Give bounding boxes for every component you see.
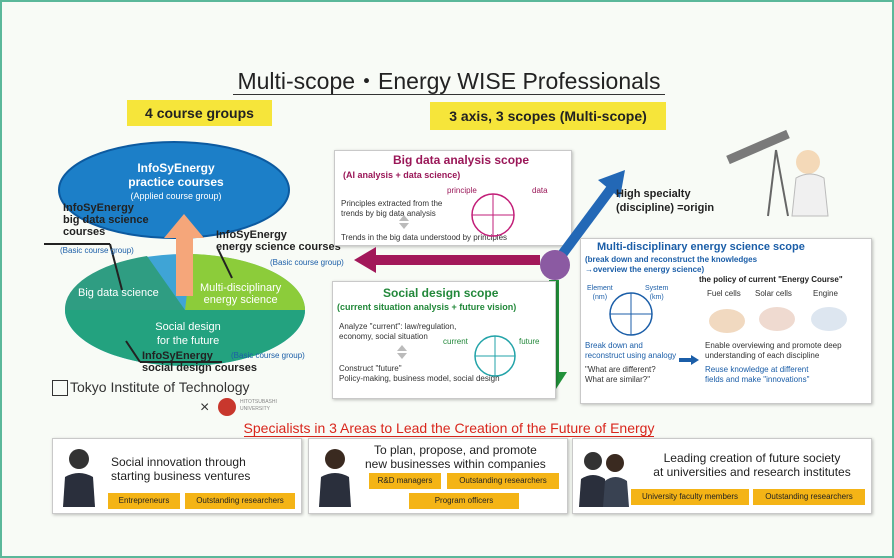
tokyo-tech-name: Tokyo Institute of Technology xyxy=(70,379,250,395)
social-scope-subtitle: (current situation analysis + future vis… xyxy=(337,302,517,312)
big-data-scope-subtitle: (AI analysis + data science) xyxy=(343,170,461,180)
tag-outstanding-researchers-2: Outstanding researchers xyxy=(447,473,559,489)
tag-entrepreneurs: Entrepreneurs xyxy=(108,493,180,509)
times-sign: × xyxy=(200,399,210,416)
engine-label: Engine xyxy=(813,289,838,298)
people-illustration xyxy=(579,452,629,507)
policy-label: the policy of current "Energy Course" xyxy=(699,275,843,284)
telescope-scientist-illustration xyxy=(726,129,829,217)
page-title: Multi-scope・Energy WISE Professionals xyxy=(2,62,894,96)
analyze-current-text: Analyze "current": law/regulation, econo… xyxy=(339,322,457,341)
updown-arrow-icon xyxy=(399,215,409,229)
area-text-1: Social innovation through starting busin… xyxy=(111,455,251,483)
big-data-circle-icon xyxy=(471,193,515,237)
tag-outstanding-researchers-1: Outstanding researchers xyxy=(185,493,295,509)
construct-future-text: Construct "future" Policy-making, busine… xyxy=(339,364,500,383)
applied-course-sub: (Applied course group) xyxy=(130,191,222,201)
energy-circle-icon xyxy=(609,292,653,336)
current-label: current xyxy=(443,337,468,346)
social-course-title: InfoSyEnergy social design courses xyxy=(142,350,257,374)
person-illustration xyxy=(63,449,95,507)
area-card-1: Social innovation through starting busin… xyxy=(52,438,302,514)
big-data-scope-box: Big data analysis scope (AI analysis + d… xyxy=(334,150,572,246)
updown-arrow-icon-2 xyxy=(397,345,407,359)
energy-items-illustration xyxy=(709,307,847,333)
questions-text: "What are different? What are similar?" xyxy=(585,365,656,384)
energy-basic-label: (Basic course group) xyxy=(270,258,344,267)
area-card-3: Leading creation of future society at un… xyxy=(572,438,872,514)
reuse-text: Reuse knowledge at different fields and … xyxy=(705,365,810,384)
big-data-scope-title: Big data analysis scope xyxy=(393,153,530,167)
principle-label: principle xyxy=(447,186,477,195)
area-card-2: To plan, propose, and promote new busine… xyxy=(308,438,568,514)
social-scope-title: Social design scope xyxy=(383,286,499,300)
person-illustration-2 xyxy=(319,449,351,507)
system-label: System (km) xyxy=(645,285,669,301)
big-data-basic-label: (Basic course group) xyxy=(60,246,134,255)
area-text-2: To plan, propose, and promote new busine… xyxy=(365,443,546,471)
big-data-course-title: InfoSyEnergy big data science courses xyxy=(63,202,149,238)
social-basic-label: (Basic course group) xyxy=(231,351,305,360)
tag-program-officers: Program officers xyxy=(409,493,519,509)
big-data-text-1: Principles extracted from the trends by … xyxy=(341,199,443,218)
element-label: Element (nm) xyxy=(587,285,613,301)
course-groups-badge: 4 course groups xyxy=(127,100,272,126)
energy-scope-title: Multi-disciplinary energy science scope xyxy=(597,241,805,253)
social-segment-label: Social design for the future xyxy=(155,321,221,347)
tag-rd-managers: R&D managers xyxy=(369,473,441,489)
course-ellipse-graphic xyxy=(44,141,306,366)
tokyo-tech-logo-icon xyxy=(52,380,68,396)
break-down-text: Break down and reconstruct using analogy xyxy=(585,341,677,360)
origin-label: High specialty (discipline) =origin xyxy=(616,188,715,214)
area-text-3: Leading creation of future society at un… xyxy=(653,451,851,479)
data-label: data xyxy=(532,186,548,195)
tag-outstanding-researchers-3: Outstanding researchers xyxy=(753,489,865,505)
energy-segment-label: Multi-disciplinary energy science xyxy=(200,282,282,306)
hitotsubashi-logo-icon xyxy=(218,398,236,416)
energy-scope-box: Multi-disciplinary energy science scope … xyxy=(580,238,872,404)
hitotsubashi-name: HITOTSUBASHI UNIVERSITY xyxy=(240,399,277,412)
big-data-segment-label: Big data science xyxy=(78,287,159,299)
social-circle-icon xyxy=(474,335,516,377)
tag-university-faculty: University faculty members xyxy=(631,489,749,505)
right-arrow-icon xyxy=(679,355,699,365)
fuel-cells-label: Fuel cells xyxy=(707,289,741,298)
big-data-text-2: Trends in the big data understood by pri… xyxy=(341,233,508,242)
applied-course-title: InfoSyEnergy practice courses xyxy=(128,161,224,189)
energy-course-title: InfoSyEnergy energy science courses xyxy=(216,229,341,253)
social-scope-box: Social design scope (current situation a… xyxy=(332,281,556,399)
future-label: future xyxy=(519,337,540,346)
energy-scope-subtitle: (break down and reconstruct the knowledg… xyxy=(585,255,758,274)
solar-cells-label: Solar cells xyxy=(755,289,792,298)
specialists-title: Specialists in 3 Areas to Lead the Creat… xyxy=(243,420,655,437)
enable-text: Enable overviewing and promote deep unde… xyxy=(705,341,842,360)
scopes-badge: 3 axis, 3 scopes (Multi-scope) xyxy=(430,102,666,130)
